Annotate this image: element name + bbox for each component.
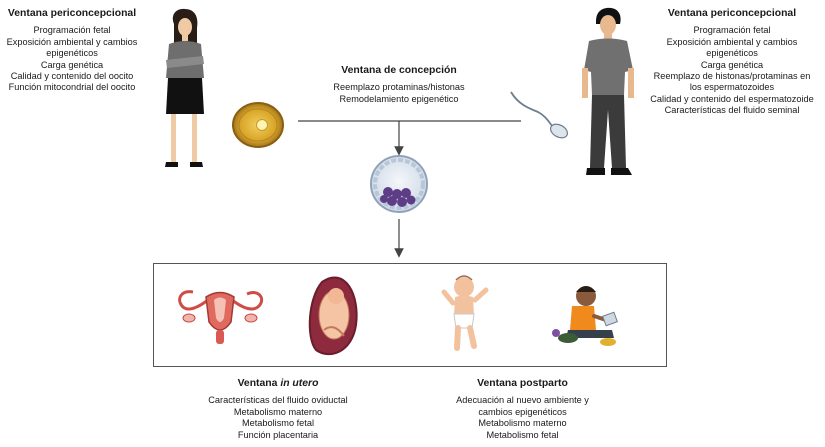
in-utero-window-item: Características del fluido oviductal [193,395,363,406]
in-utero-window: Ventana in utero Características del flu… [193,378,363,441]
left-window-item: Función mitocondrial del oocito [2,82,142,93]
man-icon [582,8,634,175]
left-periconceptional-window: Ventana periconcepcional Programación fe… [2,8,142,94]
left-window-title: Ventana periconcepcional [2,8,142,19]
windows-frame [153,263,667,367]
in-utero-window-item: Metabolismo materno [193,407,363,418]
postpartum-window-item: cambios epigenéticos [440,407,605,418]
left-window-item: Exposición ambiental y cambios [2,37,142,48]
right-window-item: Reemplazo de histonas/protaminas en [642,71,822,82]
woman-icon [165,9,204,167]
right-window-item: Programación fetal [642,25,822,36]
postpartum-window-title: Ventana postparto [440,378,605,389]
in-utero-title-italic: in utero [280,378,318,389]
right-window-item: Exposición ambiental y cambios [642,37,822,48]
left-window-item: Programación fetal [2,25,142,36]
postpartum-window-item: Metabolismo materno [440,418,605,429]
in-utero-window-title: Ventana in utero [193,378,363,389]
in-utero-title-prefix: Ventana [238,378,278,389]
postpartum-window-item: Adecuación al nuevo ambiente y [440,395,605,406]
conception-window-item: Remodelamiento epigenético [324,94,474,105]
right-window-title: Ventana periconcepcional [642,8,822,19]
in-utero-window-item: Metabolismo fetal [193,418,363,429]
right-window-item: los espermatozoides [642,82,822,93]
blastocyst-icon [371,156,427,212]
conception-window: Ventana de concepción Reemplazo protamin… [324,65,474,105]
oocyte-icon [233,103,283,147]
left-window-item: Calidad y contenido del oocito [2,71,142,82]
right-window-item: Calidad y contenido del espermatozoide [642,94,822,105]
right-window-item: Características del fluido seminal [642,105,822,116]
left-window-item: Carga genética [2,60,142,71]
right-window-item: epigenéticos [642,48,822,59]
left-window-item: epigenéticos [2,48,142,59]
conception-window-item: Reemplazo protaminas/histonas [324,82,474,93]
postpartum-window-item: Metabolismo fetal [440,430,605,441]
sperm-icon [511,92,570,141]
in-utero-window-item: Función placentaria [193,430,363,441]
conception-window-title: Ventana de concepción [324,65,474,76]
right-window-item: Carga genética [642,60,822,71]
right-periconceptional-window: Ventana periconcepcional Programación fe… [642,8,822,117]
postpartum-window: Ventana postparto Adecuación al nuevo am… [440,378,605,441]
